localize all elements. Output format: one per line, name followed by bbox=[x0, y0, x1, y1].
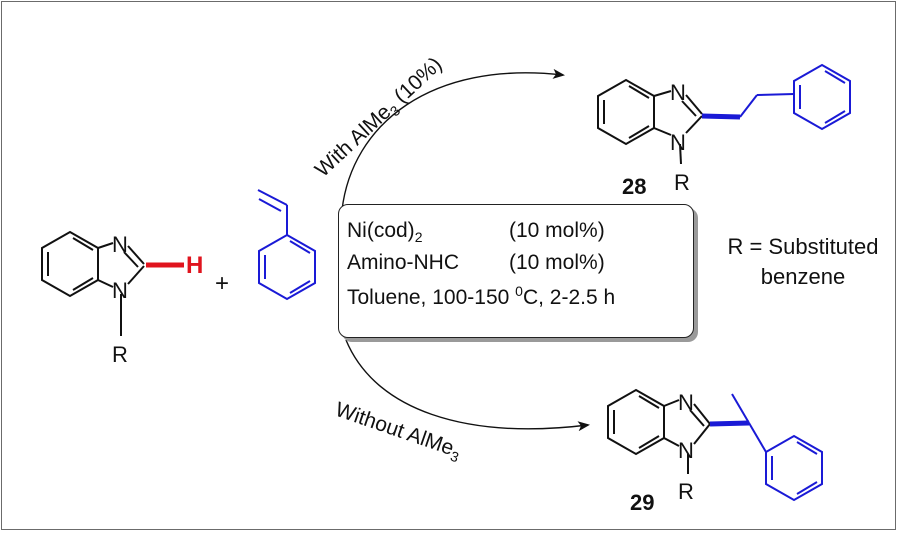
catalyst-text: Ni(cod) bbox=[347, 219, 415, 242]
product-29-number: 29 bbox=[630, 490, 654, 515]
bottom-reaction-arrow bbox=[345, 339, 590, 432]
product-29 bbox=[607, 388, 711, 474]
reactant-h-label: H bbox=[186, 252, 203, 279]
reactant-n1-label: N bbox=[112, 278, 128, 303]
product-29-r-label: R bbox=[678, 479, 694, 504]
product-28 bbox=[597, 78, 703, 165]
r-definition-line2: benzene bbox=[760, 264, 846, 289]
ligand-text: Amino-NHC bbox=[347, 251, 460, 274]
r-definition: R = Substituted benzene bbox=[710, 232, 896, 292]
catalyst-subscript: 2 bbox=[414, 229, 423, 246]
product-29-n1-label: N bbox=[678, 438, 694, 463]
ligand-loading: (10 mol%) bbox=[509, 251, 605, 274]
plus-sign: + bbox=[215, 270, 229, 297]
styrene bbox=[257, 189, 316, 301]
product-28-n1-label: N bbox=[670, 130, 686, 155]
degree-superscript: 0 bbox=[515, 283, 523, 299]
catalyst-loading: (10 mol%) bbox=[509, 219, 605, 242]
conditions-box: Ni(cod)2 (10 mol%) Amino-NHC (10 mol%) T… bbox=[338, 204, 694, 338]
product-28-number: 28 bbox=[622, 174, 646, 199]
reactant-r-label: R bbox=[112, 342, 128, 367]
reactant-benzimidazole bbox=[41, 230, 145, 336]
solvent-suffix: C, 2-2.5 h bbox=[522, 286, 616, 309]
bottom-path-label: Without AlMe3 bbox=[331, 398, 464, 465]
product-29-n-label: N bbox=[678, 390, 694, 415]
top-reaction-arrow bbox=[341, 68, 565, 211]
product-28-phenethyl bbox=[701, 63, 851, 131]
product-29-phenylethyl bbox=[709, 393, 823, 502]
reactant-n-label: N bbox=[112, 232, 128, 257]
solvent-line: Toluene, 100-150 0C, 2-2.5 h bbox=[347, 283, 615, 310]
catalyst-line: Ni(cod)2 bbox=[347, 219, 422, 245]
solvent-prefix: Toluene, 100-150 bbox=[347, 286, 516, 309]
r-definition-line1: R = Substituted bbox=[727, 234, 879, 259]
top-path-label: With AlMe3 (10%) bbox=[311, 53, 449, 184]
product-28-r-label: R bbox=[674, 170, 690, 195]
product-28-n-label: N bbox=[670, 80, 686, 105]
